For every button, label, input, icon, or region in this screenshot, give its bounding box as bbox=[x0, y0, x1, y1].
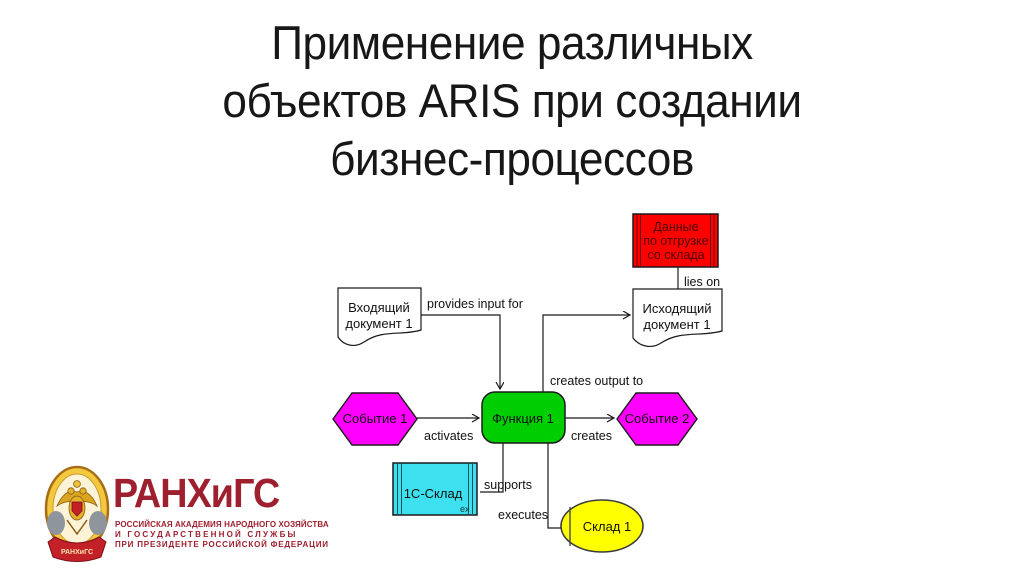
edge-supports bbox=[480, 443, 504, 493]
data-store-label-2: по отгрузке bbox=[643, 234, 709, 248]
event-2-label: Событие 2 bbox=[625, 411, 690, 426]
emblem-ribbon-text: РАНХиГС bbox=[61, 549, 93, 556]
data-store-label-1: Данные bbox=[653, 220, 698, 234]
logo-subtitle-line-1: РОССИЙСКАЯ АКАДЕМИЯ НАРОДНОГО ХОЗЯЙСТВА bbox=[115, 520, 329, 529]
incoming-document-label-1: Входящий bbox=[348, 300, 410, 315]
node-app-system: 1С-Склад ex bbox=[392, 462, 478, 516]
node-data-store: Данные по отгрузке со склада bbox=[632, 213, 719, 268]
logo-acronym: РАНХиГС bbox=[113, 470, 280, 516]
edge-label-supports: supports bbox=[484, 478, 532, 492]
edge-label-executes: executes bbox=[498, 508, 548, 522]
edge-label-provides-input-for: provides input for bbox=[427, 297, 523, 311]
edge-labels: lies on provides input for creates outpu… bbox=[424, 275, 720, 522]
edge-label-activates: activates bbox=[424, 429, 473, 443]
title-line-3: бизнес-процессов bbox=[330, 132, 694, 185]
edge-label-creates-output-to: creates output to bbox=[550, 374, 643, 388]
app-system-label: 1С-Склад bbox=[404, 486, 463, 501]
edge-provides-input-for bbox=[421, 314, 500, 388]
org-unit-label: Склад 1 bbox=[583, 519, 631, 534]
data-store-label-3: со склада bbox=[647, 248, 704, 262]
data-store-double-bars bbox=[636, 214, 715, 267]
node-incoming-document: Входящий документ 1 bbox=[337, 287, 422, 347]
connectors bbox=[417, 267, 679, 529]
outgoing-document-label-2: документ 1 bbox=[643, 317, 710, 332]
app-system-box bbox=[392, 462, 478, 516]
logo-subtitle: РОССИЙСКАЯ АКАДЕМИЯ НАРОДНОГО ХОЗЯЙСТВА … bbox=[115, 520, 329, 550]
event-1-hexagon bbox=[332, 392, 418, 446]
incoming-document-label-2: документ 1 bbox=[345, 316, 412, 331]
title-line-1: Применение различных bbox=[271, 16, 753, 69]
slide-title: Применение различных объектов ARIS при с… bbox=[31, 14, 994, 188]
logo-subtitle-line-2: И ГОСУДАРСТВЕННОЙ СЛУЖБЫ bbox=[115, 530, 298, 539]
function-1-box bbox=[481, 391, 566, 444]
org-unit-ellipse bbox=[560, 499, 644, 553]
node-org-unit: Склад 1 bbox=[560, 499, 644, 553]
edge-executes bbox=[547, 443, 561, 529]
event-2-hexagon bbox=[616, 392, 698, 446]
node-event-2: Событие 2 bbox=[616, 392, 698, 446]
outgoing-document-label-1: Исходящий bbox=[643, 301, 712, 316]
edge-label-creates: creates bbox=[571, 429, 612, 443]
function-1-label: Функция 1 bbox=[492, 411, 554, 426]
outgoing-document-shape bbox=[632, 288, 723, 348]
app-system-double-bars bbox=[397, 463, 473, 515]
ranepa-logo: РАНХиГС РАНХиГС РОССИЙСКАЯ АКАДЕМИЯ НАРО… bbox=[43, 464, 329, 566]
title-line-2: объектов ARIS при создании bbox=[222, 74, 802, 127]
incoming-document-shape bbox=[337, 287, 422, 347]
app-system-corner-note: ex bbox=[460, 504, 470, 514]
node-function-1: Функция 1 bbox=[481, 391, 566, 444]
edge-label-lies-on: lies on bbox=[684, 275, 720, 289]
ranepa-emblem-icon: РАНХиГС bbox=[44, 465, 110, 562]
edge-creates-output-to bbox=[542, 315, 629, 392]
node-event-1: Событие 1 bbox=[332, 392, 418, 446]
event-1-label: Событие 1 bbox=[343, 411, 408, 426]
data-store-box bbox=[632, 213, 719, 268]
logo-subtitle-line-3: ПРИ ПРЕЗИДЕНТЕ РОССИЙСКОЙ ФЕДЕРАЦИИ bbox=[115, 540, 329, 549]
node-outgoing-document: Исходящий документ 1 bbox=[632, 288, 723, 348]
